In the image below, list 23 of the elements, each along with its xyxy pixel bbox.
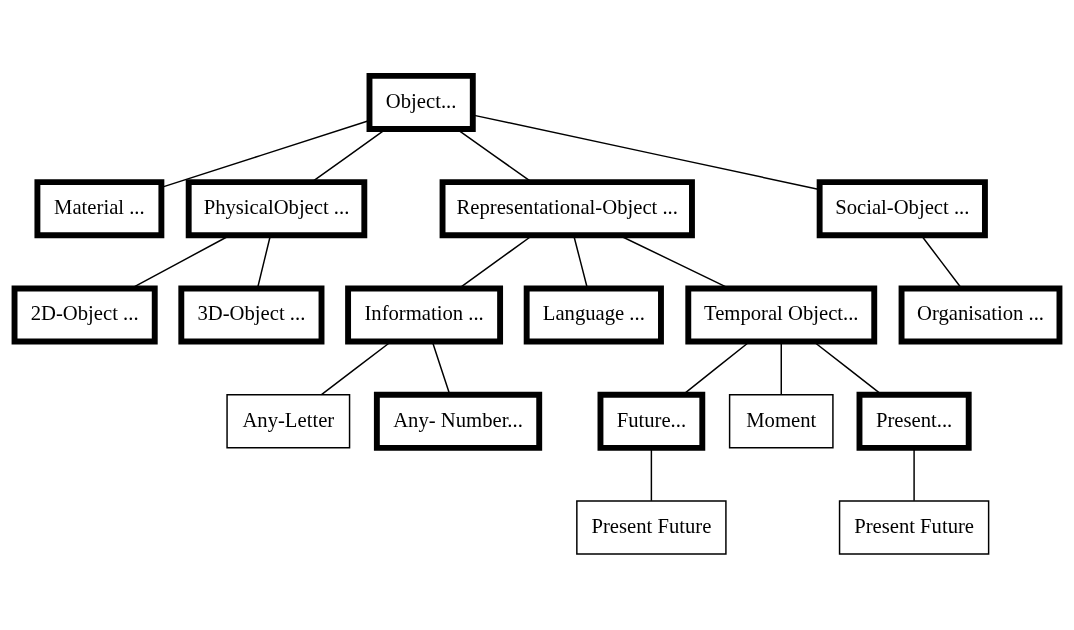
connector [320,341,392,396]
node-box: Future... [597,391,706,451]
node-box: Representational-Object ... [439,179,695,239]
node-box: Present Future [576,500,727,555]
node-box: Any- Number... [373,391,543,451]
node-box: Organisation ... [898,285,1063,345]
node-box: Social-Object ... [816,179,988,239]
node-box: Material ... [34,179,165,239]
node-box: Present Future [838,500,990,555]
node-box: Present... [856,391,972,451]
node-box: Language ... [523,285,664,345]
node-box: Any-Letter [226,393,351,449]
node-box: 2D-Object ... [11,285,158,345]
node-box: Object... [366,72,476,132]
connector [650,447,653,502]
connector [913,447,915,502]
node-box: Temporal Object... [685,285,878,345]
connector [472,114,820,191]
node-box: Moment [728,393,834,449]
node-box: 3D-Object ... [178,285,325,345]
connector [780,341,782,396]
node-box: Information ... [345,285,504,345]
node-box: PhysicalObject ... [185,179,368,239]
